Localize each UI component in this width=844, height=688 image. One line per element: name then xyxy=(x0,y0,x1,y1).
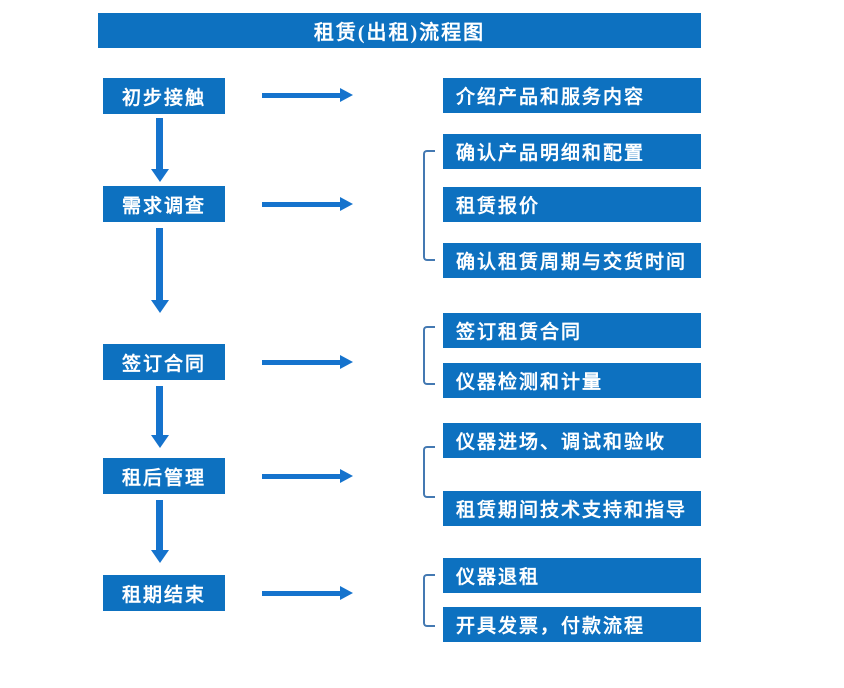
bracket-stage4-icon xyxy=(423,446,435,498)
output-box-invoice-payment: 开具发票，付款流程 xyxy=(443,607,701,642)
stage-box-rental-end: 租期结束 xyxy=(103,575,225,611)
arrow-right-stage3-icon xyxy=(262,355,353,369)
output-box-instrument-entry-acceptance: 仪器进场、调试和验收 xyxy=(443,423,701,458)
arrow-right-stage4-icon xyxy=(262,469,353,483)
output-box-technical-support: 租赁期间技术支持和指导 xyxy=(443,491,701,526)
output-box-introduce-products: 介绍产品和服务内容 xyxy=(443,78,701,113)
arrow-down-stage2-icon xyxy=(150,228,169,313)
bracket-stage2-icon xyxy=(423,150,435,261)
stage-box-demand-survey: 需求调查 xyxy=(103,186,225,222)
bracket-stage5-icon xyxy=(423,574,435,627)
arrow-right-stage2-icon xyxy=(262,197,353,211)
arrow-right-stage5-icon xyxy=(262,586,353,600)
flowchart-title: 租赁(出租)流程图 xyxy=(98,13,701,48)
output-box-rental-quote: 租赁报价 xyxy=(443,187,701,222)
bracket-stage3-icon xyxy=(423,326,435,385)
output-box-confirm-product-details: 确认产品明细和配置 xyxy=(443,134,701,169)
arrow-right-stage1-icon xyxy=(262,88,353,102)
stage-box-initial-contact: 初步接触 xyxy=(103,78,225,114)
output-box-confirm-rental-period: 确认租赁周期与交货时间 xyxy=(443,243,701,278)
arrow-down-stage3-icon xyxy=(150,386,169,448)
output-box-instrument-return: 仪器退租 xyxy=(443,558,701,593)
arrow-down-stage1-icon xyxy=(150,118,169,182)
stage-box-post-rental-management: 租后管理 xyxy=(103,458,225,494)
output-box-sign-rental-contract: 签订租赁合同 xyxy=(443,313,701,348)
arrow-down-stage4-icon xyxy=(150,500,169,563)
output-box-instrument-testing: 仪器检测和计量 xyxy=(443,363,701,398)
stage-box-sign-contract: 签订合同 xyxy=(103,344,225,380)
